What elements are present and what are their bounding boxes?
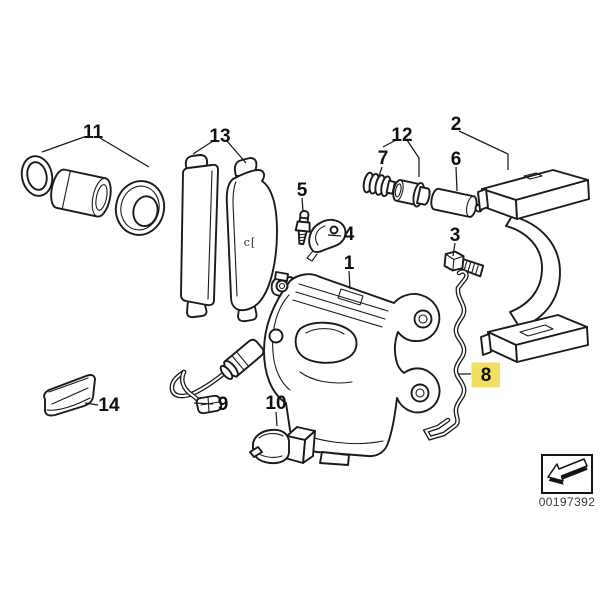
part-label-6[interactable]: 6	[451, 149, 462, 170]
part-label-3[interactable]: 3	[450, 225, 461, 246]
part-label-12[interactable]: 12	[391, 125, 412, 146]
part-5-bleeder-valve-drawing	[294, 209, 311, 246]
part-8-anti-rattle-spring-drawing	[422, 269, 469, 441]
part-label-1[interactable]: 1	[344, 253, 355, 274]
part-label-11[interactable]: 11	[83, 122, 104, 143]
part-label-14[interactable]: 14	[98, 395, 120, 416]
part-label-8-highlighted[interactable]: 8	[481, 365, 492, 386]
part-11-piston-kit-drawing	[20, 155, 166, 236]
pad-stamp-mark: c[	[244, 236, 256, 249]
part-label-9[interactable]: 9	[218, 394, 229, 415]
part-13-brake-pads-drawing: c[	[180, 154, 278, 323]
part-label-7[interactable]: 7	[378, 148, 389, 169]
part-label-5[interactable]: 5	[297, 180, 308, 201]
direction-arrow-icon	[547, 458, 588, 485]
part-2-caliper-carrier-drawing	[477, 169, 590, 363]
leader-lines	[41, 130, 509, 427]
stamp-block: 00197392	[539, 454, 596, 509]
part-label-4[interactable]: 4	[344, 224, 355, 245]
part-12-guide-bushing-drawing	[392, 179, 431, 208]
part-label-13[interactable]: 13	[209, 126, 230, 147]
part-9-wear-sensor-drawing	[169, 338, 265, 415]
image-number: 00197392	[539, 495, 596, 509]
part-label-10[interactable]: 10	[265, 393, 286, 414]
highlight-box-part-8[interactable]	[471, 362, 501, 388]
part-7-bellows-drawing	[362, 171, 396, 198]
part-label-2[interactable]: 2	[451, 114, 462, 135]
part-4-retaining-clip-drawing	[306, 218, 347, 262]
part-14-grease-packet-drawing	[43, 374, 96, 417]
part-6-guide-pin-drawing	[430, 187, 484, 218]
part-10-clip-drawing	[249, 426, 316, 465]
part-3-bolt-drawing	[443, 250, 485, 278]
